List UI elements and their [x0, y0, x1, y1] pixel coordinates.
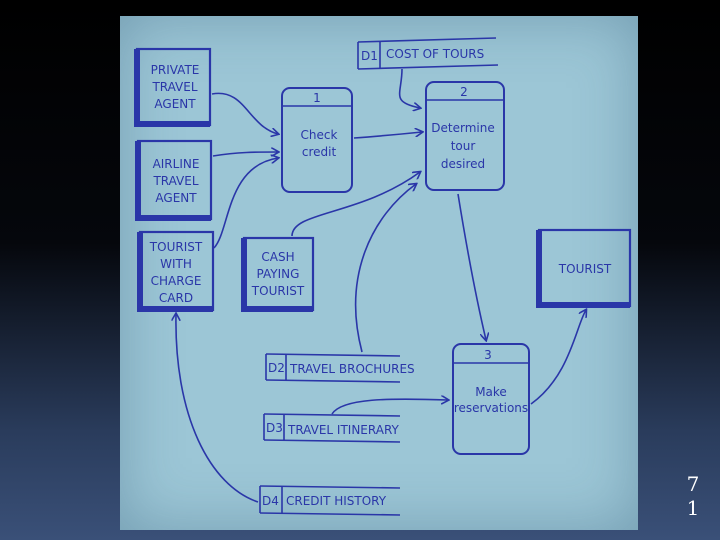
flow-credit-history-to-charge-tourist [176, 314, 259, 503]
data-flows [176, 68, 586, 503]
datastore-travel-itinerary: D3 TRAVEL ITINERARY [263, 413, 401, 443]
entity-label: TRAVEL [152, 174, 198, 188]
process-number: 3 [484, 348, 492, 362]
entity-label: CARD [159, 291, 193, 305]
process-label: desired [441, 157, 485, 171]
entity-label: CASH [261, 250, 294, 264]
flow-cost-of-tours-to-determine-tour [398, 68, 420, 108]
datastore-id: D3 [266, 421, 283, 435]
diagram-photo: PRIVATE TRAVEL AGENT AIRLINE TRAVEL AGEN… [120, 16, 638, 530]
process-number: 1 [313, 91, 321, 105]
dfd-diagram: PRIVATE TRAVEL AGENT AIRLINE TRAVEL AGEN… [134, 37, 632, 516]
flow-brochures-to-determine-tour [354, 184, 416, 353]
process-make-reservations: 3 Make reservations [452, 343, 530, 455]
process-label: Make [475, 385, 507, 399]
flow-check-credit-to-determine-tour [353, 132, 422, 139]
entity-private-travel-agent: PRIVATE TRAVEL AGENT [134, 47, 212, 127]
entity-label: TOURIST [251, 284, 305, 298]
process-label: tour [451, 139, 476, 153]
datastore-id: D4 [262, 494, 279, 508]
datastore-name: COST OF TOURS [386, 47, 484, 61]
datastore-name: TRAVEL ITINERARY [287, 423, 400, 437]
entity-label: PRIVATE [151, 63, 200, 77]
slide-number: 7 1 [682, 472, 704, 520]
process-label: Determine [431, 121, 494, 135]
entity-label: PAYING [257, 267, 300, 281]
process-determine-tour: 2 Determine tour desired [425, 81, 505, 191]
entity-airline-travel-agent: AIRLINE TRAVEL AGENT [135, 139, 213, 221]
entity-label: TOURIST [149, 240, 203, 254]
entity-label: TRAVEL [151, 80, 197, 94]
entity-label: AGENT [155, 191, 197, 205]
datastore-name: TRAVEL BROCHURES [289, 362, 415, 376]
entity-cash-paying-tourist: CASH PAYING TOURIST [241, 236, 315, 312]
datastore-name: CREDIT HISTORY [286, 494, 387, 508]
process-number: 2 [460, 85, 468, 99]
process-label: Check [301, 128, 338, 142]
flow-cash-tourist-to-determine-tour [291, 172, 420, 237]
flow-private-agent-to-check-credit [211, 92, 278, 134]
entity-tourist-with-charge-card: TOURIST WITH CHARGE CARD [137, 230, 215, 312]
slide-number-digit: 1 [686, 496, 700, 520]
datastore-id: D1 [361, 49, 378, 63]
slide-number-digit: 7 [686, 472, 700, 496]
flow-charge-tourist-to-check-credit [213, 158, 278, 249]
flow-determine-tour-to-reservations [457, 193, 486, 340]
flow-itinerary-to-reservations [331, 399, 448, 415]
datastore-id: D2 [268, 361, 285, 375]
flow-airline-agent-to-check-credit [212, 152, 278, 157]
datastore-cost-of-tours: D1 COST OF TOURS [357, 37, 499, 70]
entity-label: WITH [160, 257, 192, 271]
process-label: credit [302, 145, 337, 159]
process-label: reservations [454, 401, 528, 415]
datastore-travel-brochures: D2 TRAVEL BROCHURES [265, 353, 415, 383]
entity-label: CHARGE [151, 274, 202, 288]
entity-label: TOURIST [558, 262, 612, 276]
datastore-credit-history: D4 CREDIT HISTORY [259, 485, 401, 516]
flow-reservations-to-tourist [530, 310, 586, 405]
entity-label: AIRLINE [153, 157, 200, 171]
entity-tourist: TOURIST [536, 228, 632, 308]
process-check-credit: 1 Check credit [281, 87, 353, 193]
entity-label: AGENT [154, 97, 196, 111]
